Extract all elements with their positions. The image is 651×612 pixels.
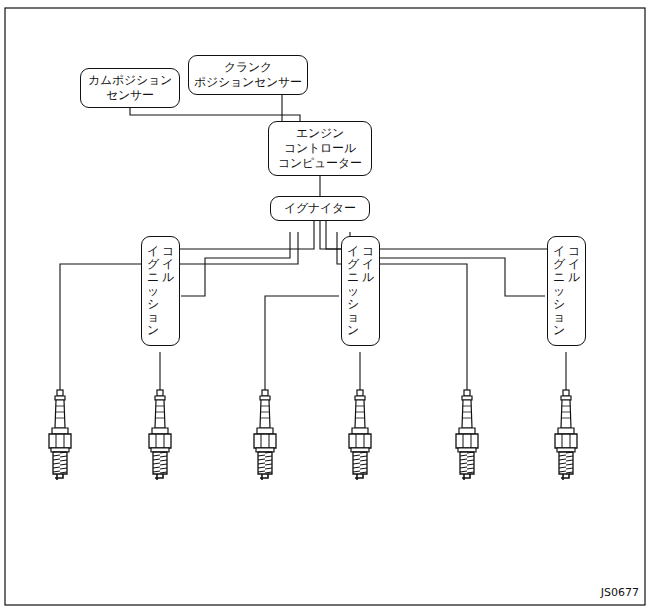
node-text: イグニッション [553, 245, 565, 337]
frame [5, 8, 645, 605]
computer-box: エンジン コントロール コンピューター [268, 121, 372, 176]
coil-box: コイルイグニッション [547, 236, 586, 346]
igniter-box: イグナイター [270, 196, 370, 221]
node-text: エンジン コントロール コンピューター [274, 126, 366, 171]
node-text: イグニッション [147, 245, 159, 337]
connector [281, 95, 282, 121]
sensor-box: カムポジション センサー [80, 68, 180, 108]
connector [319, 176, 320, 196]
connector [130, 108, 300, 121]
node-text: コイル [162, 245, 174, 285]
node-text: カムポジション センサー [86, 73, 174, 103]
node-text: イグニッション [347, 245, 359, 337]
connector [161, 221, 315, 249]
coil-box: コイルイグニッション [141, 236, 180, 346]
node-text: コイル [568, 245, 580, 285]
node-text: イグナイター [276, 201, 364, 216]
node-text: コイル [362, 245, 374, 285]
figure-code: JS0677 [600, 586, 640, 599]
plug-wires [60, 232, 566, 390]
sensor-box: クランク ポジションセンサー [188, 55, 308, 95]
node-text: クランク ポジションセンサー [194, 60, 302, 90]
coil-box: コイルイグニッション [341, 236, 380, 346]
